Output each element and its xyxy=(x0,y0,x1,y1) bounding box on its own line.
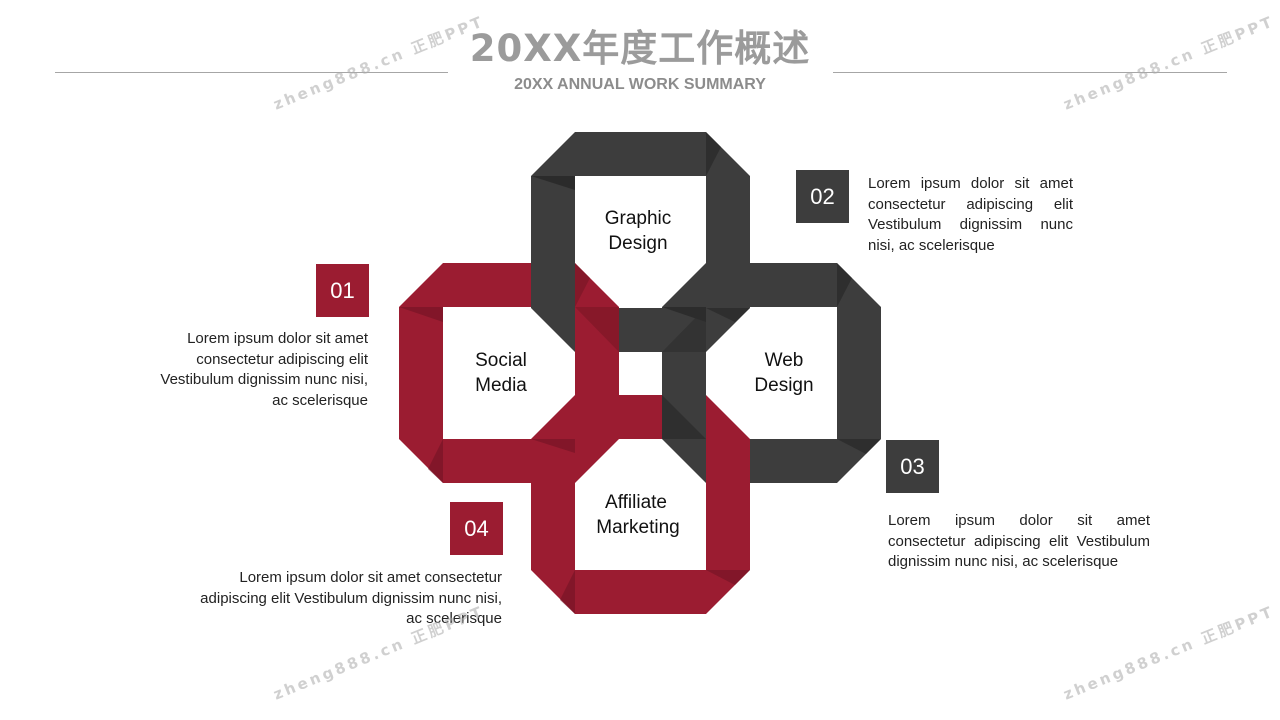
ring-social-media xyxy=(399,263,619,483)
ring-affiliate-marketing xyxy=(531,395,750,614)
ring-label-social-2: Media xyxy=(475,375,527,396)
ring-label-web-2: Design xyxy=(754,375,813,396)
interlock-shade xyxy=(575,307,619,352)
page-subtitle: 20XX ANNUAL WORK SUMMARY xyxy=(514,76,766,93)
ring-label-affiliate-2: Marketing xyxy=(596,517,679,538)
interlock-shade-2 xyxy=(662,395,706,439)
item-number-02: 02 xyxy=(796,170,849,223)
interlock-fold xyxy=(662,307,706,352)
interlock-red-over-gray xyxy=(575,307,619,352)
ring-label-affiliate-1: Affiliate xyxy=(605,492,667,513)
item-number-01: 01 xyxy=(316,264,369,317)
ring-web-design xyxy=(662,263,881,483)
item-text-03: Lorem ipsum dolor sit amet consectetur a… xyxy=(888,512,1150,571)
ring-label-web-1: Web xyxy=(765,350,804,371)
item-text-01: Lorem ipsum dolor sit amet consectetur a… xyxy=(160,330,368,409)
ring-label-graphic-1: Graphic xyxy=(605,208,672,229)
item-text-04: Lorem ipsum dolor sit amet consectetur a… xyxy=(200,569,502,628)
header-rule-left xyxy=(55,72,448,73)
ring-graphic-design xyxy=(531,132,750,352)
header-rule-right xyxy=(833,72,1227,73)
ring-label-social-1: Social xyxy=(475,350,527,371)
item-number-04: 04 xyxy=(450,502,503,555)
ring-label-graphic-2: Design xyxy=(608,233,667,254)
page-title: 20XX年度工作概述 xyxy=(469,27,811,70)
interlock-gray-over-red xyxy=(662,395,706,439)
item-text-02: Lorem ipsum dolor sit amet consectetur a… xyxy=(868,175,1073,254)
item-number-03: 03 xyxy=(886,440,939,493)
